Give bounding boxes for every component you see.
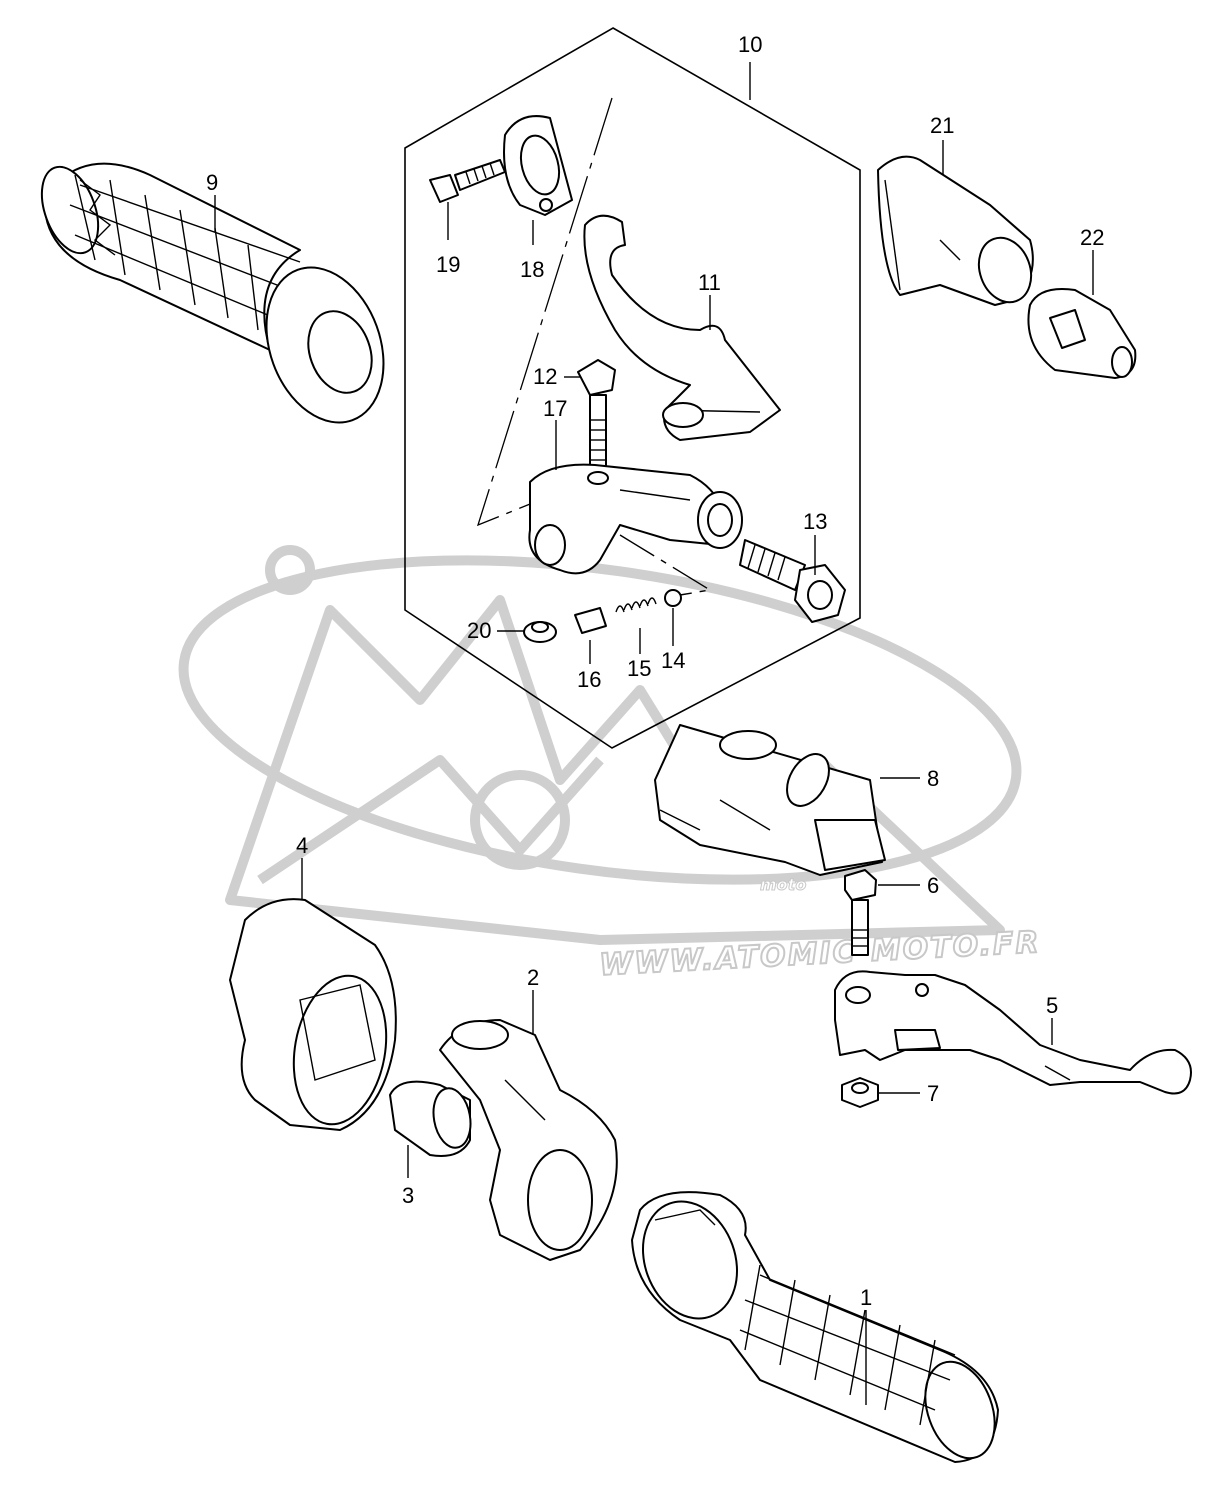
grip-left xyxy=(40,162,385,424)
grip-right xyxy=(631,1191,999,1463)
callout-19: 19 xyxy=(436,252,460,277)
callout-8: 8 xyxy=(927,766,939,791)
adjuster-nut xyxy=(1027,288,1137,379)
callout-12: 12 xyxy=(533,364,557,389)
callout-7: 7 xyxy=(927,1081,939,1106)
throttle-cover xyxy=(229,898,397,1131)
callout-22: 22 xyxy=(1080,225,1104,250)
callout-14: 14 xyxy=(661,648,685,673)
callout-16: 16 xyxy=(577,667,601,692)
subassembly-outline xyxy=(476,97,613,527)
callouts: 10 9 21 22 19 18 11 12 17 13 20 16 15 14… xyxy=(206,32,1104,1310)
callout-21: 21 xyxy=(930,113,954,138)
callout-9: 9 xyxy=(206,170,218,195)
brake-lever-assembly xyxy=(834,970,1192,1095)
callout-1: 1 xyxy=(860,1285,872,1310)
callout-2: 2 xyxy=(527,965,539,990)
callout-13: 13 xyxy=(803,509,827,534)
lever-holder xyxy=(528,463,743,575)
callout-10: 10 xyxy=(738,32,762,57)
lever-boot xyxy=(654,724,886,876)
callout-4: 4 xyxy=(296,833,308,858)
callout-11: 11 xyxy=(698,270,721,295)
pivot-bolt-6 xyxy=(844,869,877,956)
callout-20: 20 xyxy=(467,618,491,643)
clamp-holder xyxy=(503,115,573,216)
watermark-sub: moto xyxy=(760,875,806,894)
callout-6: 6 xyxy=(927,873,939,898)
lever-cover xyxy=(877,155,1034,306)
callout-17: 17 xyxy=(543,396,567,421)
callout-15: 15 xyxy=(627,656,651,681)
callout-18: 18 xyxy=(520,257,544,282)
callout-3: 3 xyxy=(402,1183,414,1208)
assembly-frame xyxy=(404,27,861,749)
small-parts xyxy=(523,589,682,643)
throttle-housing xyxy=(439,1019,618,1261)
pivot-bolt xyxy=(577,359,616,471)
clutch-lever xyxy=(583,214,781,441)
callout-5: 5 xyxy=(1046,993,1058,1018)
cable-adjuster xyxy=(739,539,846,623)
collar xyxy=(389,1080,472,1157)
leader-lines xyxy=(214,62,1094,1405)
bolt-19 xyxy=(429,159,506,203)
nut-7 xyxy=(841,1077,879,1108)
